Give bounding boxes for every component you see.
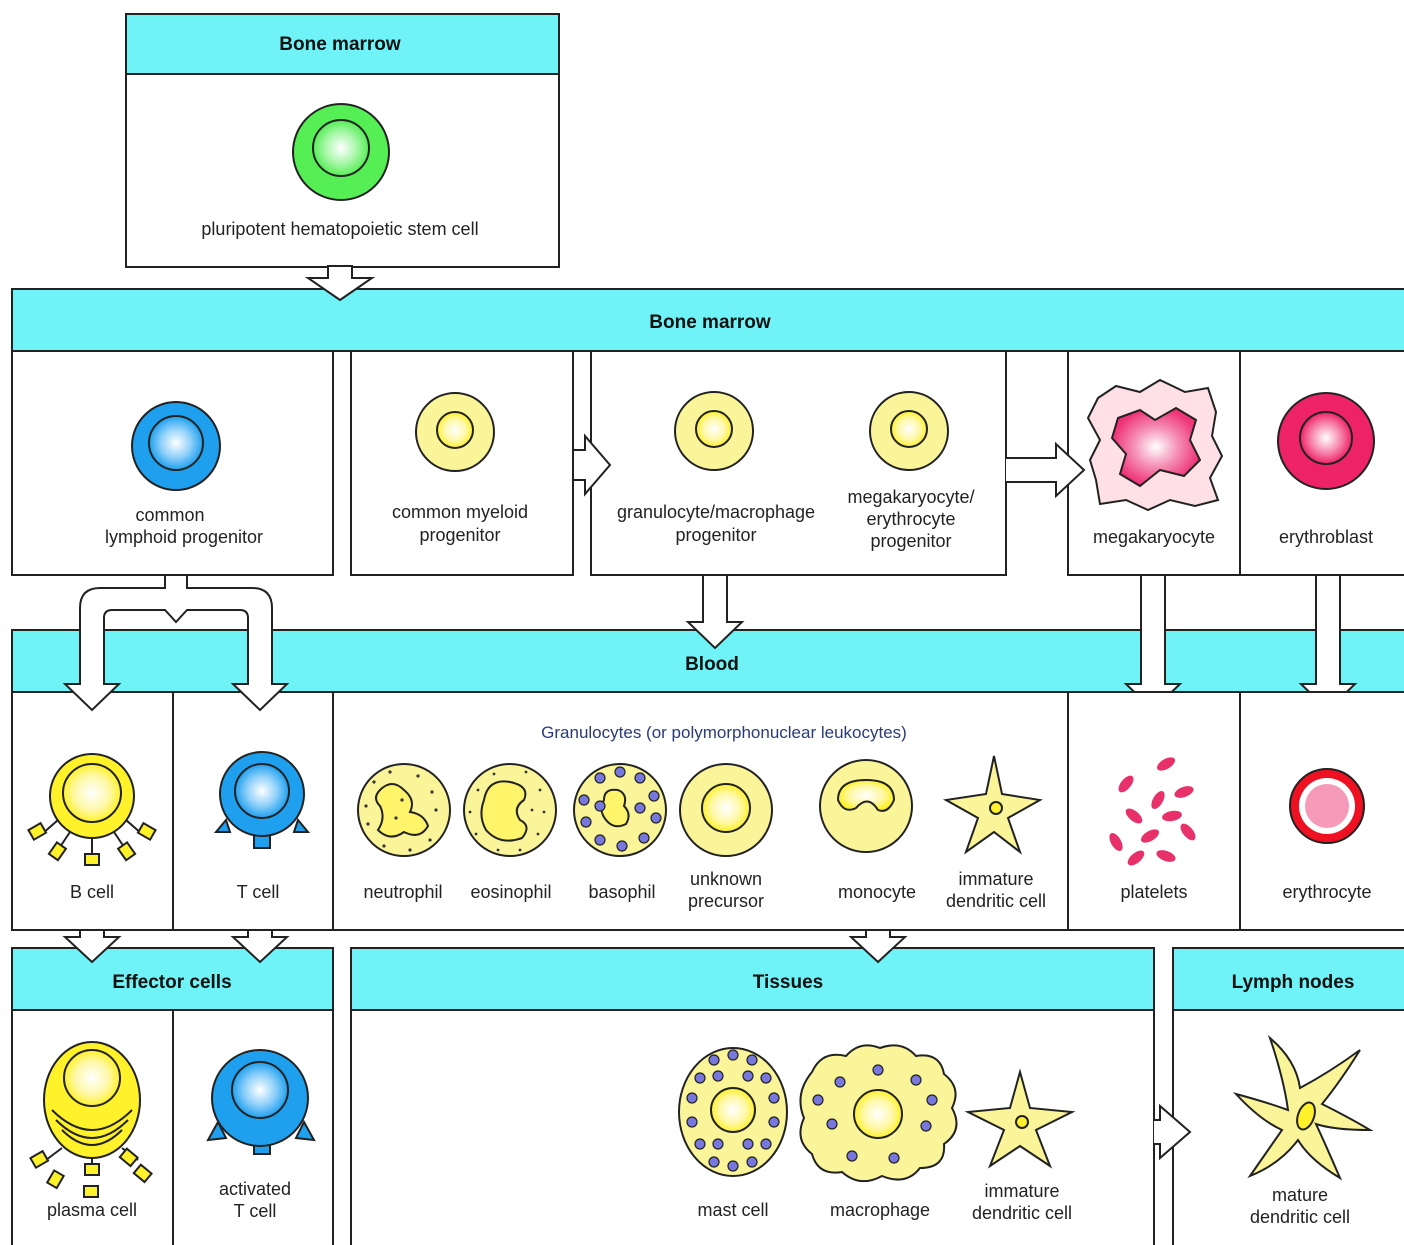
stem-band	[125, 13, 560, 75]
progenitor-band	[11, 288, 1404, 352]
mdc-label-1: mature	[1272, 1185, 1328, 1205]
erythroblast-label: erythroblast	[1279, 527, 1373, 547]
arrow-tissues-to-lymph	[1153, 1010, 1192, 1161]
eosinophil-label: eosinophil	[470, 882, 551, 902]
lymphoid-label-1: common	[135, 505, 204, 525]
monocyte-label: monocyte	[838, 882, 916, 902]
stem-label: pluripotent hematopoietic stem cell	[201, 219, 478, 239]
gm-label-1: granulocyte/macrophage	[617, 502, 815, 522]
mdc-label-2: dendritic cell	[1250, 1207, 1350, 1227]
tidc-label-2: dendritic cell	[972, 1203, 1072, 1223]
me-label-1: megakaryocyte/	[847, 487, 974, 507]
erythroblast-cell	[1277, 392, 1375, 490]
t-cell	[213, 751, 311, 849]
basophil-cell	[573, 763, 667, 857]
lymphoid-label-2: lymphoid progenitor	[105, 527, 263, 547]
arrow-myeloid-right	[572, 351, 612, 497]
platelets-box	[1067, 691, 1241, 931]
arrow-b-to-plasma	[62, 929, 122, 964]
unknown-label-2: precursor	[688, 891, 764, 911]
gm-progenitor-cell	[674, 391, 754, 471]
myeloid-label-1: common myeloid	[392, 502, 528, 522]
granulocytes-caption: Granulocytes (or polymorphonuclear leuko…	[541, 723, 907, 742]
effector-header: Effector cells	[112, 972, 231, 993]
neutrophil-cell	[357, 763, 451, 857]
macrophage-cell	[799, 1044, 958, 1183]
unknown-label-1: unknown	[690, 869, 762, 889]
tidc-label-1: immature	[984, 1181, 1059, 1201]
me-progenitor-cell	[869, 391, 949, 471]
myeloid-label-2: progenitor	[419, 525, 500, 545]
mast-cell-label: mast cell	[697, 1200, 768, 1220]
idc-label-2: dendritic cell	[946, 891, 1046, 911]
basophil-label: basophil	[588, 882, 655, 902]
unknown-precursor-cell	[679, 763, 773, 857]
stem-header: Bone marrow	[279, 34, 401, 55]
arrow-gm-to-blood	[685, 574, 745, 650]
progenitor-header: Bone marrow	[649, 312, 771, 333]
mast-cell	[678, 1047, 788, 1177]
tissues-header: Tissues	[753, 972, 823, 993]
mature-dendritic-cell	[1232, 1034, 1374, 1181]
t-cell-label: T cell	[237, 882, 280, 902]
plasma-cell	[29, 1041, 153, 1198]
stem-cell	[292, 103, 390, 201]
arrow-me-to-megakaryocyte	[1005, 351, 1086, 499]
immature-dendritic-cell-tissues	[964, 1068, 1076, 1169]
tissues-band	[350, 947, 1155, 1011]
platelets-label: platelets	[1120, 882, 1187, 902]
platelets-cell	[1109, 757, 1196, 866]
effector-band	[11, 947, 334, 1011]
b-cell-label: B cell	[70, 882, 114, 902]
me-label-2: erythrocyte	[866, 509, 955, 529]
arrow-lymphoid-branch	[62, 574, 290, 712]
arrow-blood-to-tissues	[848, 929, 908, 964]
megakaryocyte-label: megakaryocyte	[1093, 527, 1215, 547]
arrow-stem-down	[304, 265, 376, 302]
lymph-band	[1172, 947, 1404, 1011]
neutrophil-label: neutrophil	[363, 882, 442, 902]
immature-dendritic-cell-blood	[942, 755, 1043, 855]
idc-label-1: immature	[958, 869, 1033, 889]
lymph-header: Lymph nodes	[1232, 972, 1355, 993]
myeloid-progenitor-cell	[415, 392, 495, 472]
me-label-3: progenitor	[870, 531, 951, 551]
monocyte-cell	[819, 759, 913, 853]
blood-header: Blood	[685, 654, 739, 675]
gm-label-2: progenitor	[675, 525, 756, 545]
eosinophil-cell	[463, 763, 557, 857]
macrophage-label: macrophage	[830, 1200, 930, 1220]
arrow-t-to-activated	[230, 929, 290, 964]
activated-label-2: T cell	[234, 1201, 277, 1221]
erythrocyte-label: erythrocyte	[1282, 882, 1371, 902]
b-cell	[27, 753, 157, 866]
megakaryocyte-cell	[1086, 378, 1224, 512]
activated-label-1: activated	[219, 1179, 291, 1199]
activated-t-cell	[206, 1049, 316, 1155]
erythrocyte-cell	[1289, 768, 1365, 844]
plasma-cell-label: plasma cell	[47, 1200, 137, 1220]
lymphoid-progenitor-cell	[131, 401, 221, 491]
